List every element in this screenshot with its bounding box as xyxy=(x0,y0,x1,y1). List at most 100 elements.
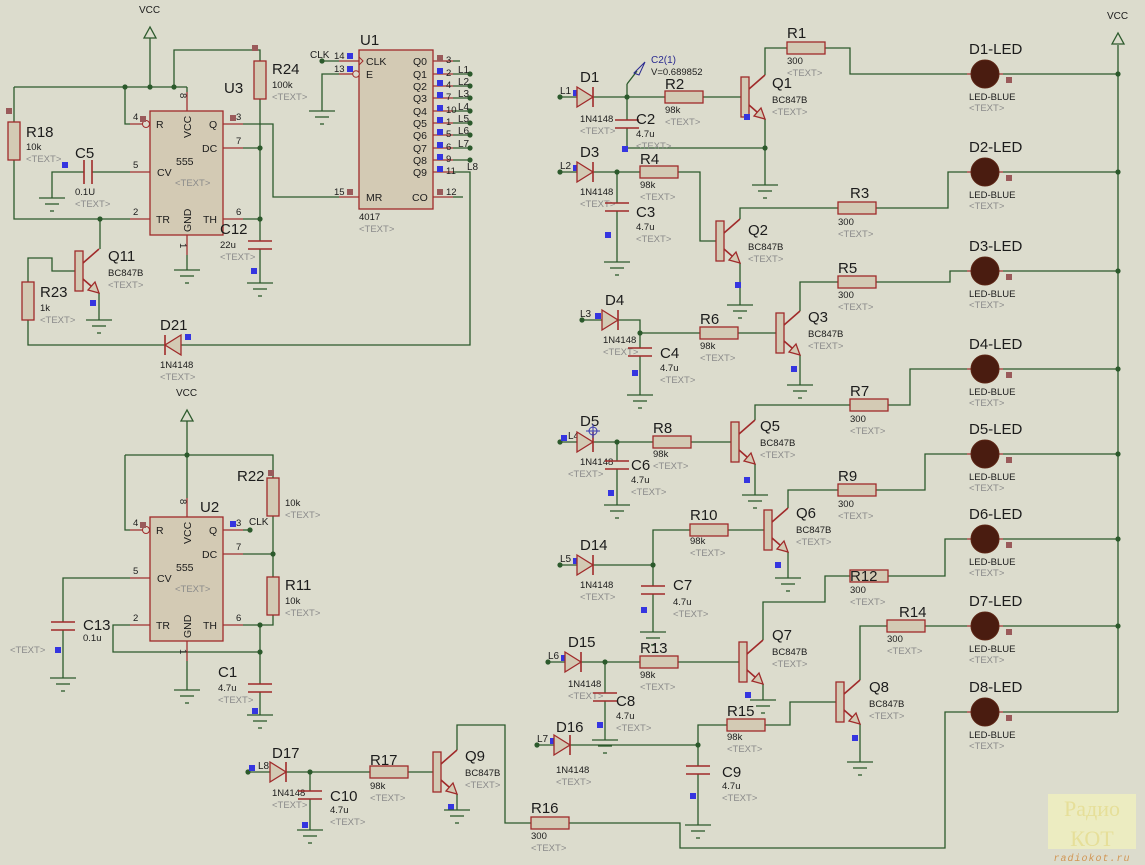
pin-marker xyxy=(252,708,258,714)
ground-icon xyxy=(787,384,813,399)
wire xyxy=(876,171,967,209)
pin-marker xyxy=(437,142,443,148)
junction-dot xyxy=(257,649,263,655)
pin-name: Q3 xyxy=(413,93,427,105)
ref-label: D5 xyxy=(580,413,599,430)
wire xyxy=(173,49,261,87)
ref-label: C5 xyxy=(75,145,94,162)
vcc-power-bottom: VCC xyxy=(176,388,197,422)
value-label: BC847B xyxy=(772,647,807,658)
capacitor-C7[interactable]: C74.7u<TEXT> xyxy=(641,577,709,620)
value-label: 300 xyxy=(850,414,866,425)
pin-marker xyxy=(437,117,443,123)
text-placeholder: <TEXT> xyxy=(838,511,874,522)
capacitor-C5[interactable]: C50.1U<TEXT> xyxy=(62,145,111,210)
pin-name: GND xyxy=(182,614,194,638)
capacitor-C6[interactable]: C64.7u<TEXT> xyxy=(605,457,667,498)
capacitor-C9[interactable]: C94.7u<TEXT> xyxy=(686,764,758,804)
ref-label: D21 xyxy=(160,317,188,334)
capacitor-C8[interactable]: C84.7u<TEXT> xyxy=(593,692,652,734)
net-label-output: L2 xyxy=(458,77,470,88)
text-placeholder: <TEXT> xyxy=(631,487,667,498)
text-placeholder: <TEXT> xyxy=(603,347,639,358)
capacitor-C1[interactable]: C14.7u<TEXT> xyxy=(218,664,272,714)
wire xyxy=(876,453,967,491)
pin-marker xyxy=(775,562,781,568)
pin-number: 5 xyxy=(446,129,451,140)
text-placeholder: <TEXT> xyxy=(640,682,676,693)
ref-label: D1 xyxy=(580,69,599,86)
ref-label: U1 xyxy=(360,32,379,49)
value-label: LED-BLUE xyxy=(969,387,1015,398)
capacitor-C3[interactable]: C34.7u<TEXT> xyxy=(605,202,672,245)
pin-marker xyxy=(252,45,258,51)
wire xyxy=(787,489,838,508)
capacitor-C2[interactable]: C24.7u<TEXT> xyxy=(615,111,672,152)
text-placeholder: <TEXT> xyxy=(465,780,501,791)
value-label: LED-BLUE xyxy=(969,289,1015,300)
junction-dot xyxy=(1115,71,1121,77)
value-label: 10k xyxy=(285,498,301,509)
text-placeholder: <TEXT> xyxy=(75,199,111,210)
capacitor-C4[interactable]: C44.7u<TEXT> xyxy=(628,345,696,386)
pin-marker xyxy=(437,80,443,86)
voltage-probe[interactable]: C2(1)V=0.689852 xyxy=(626,55,703,97)
ref-label: R3 xyxy=(850,185,869,202)
ref-label: Q11 xyxy=(108,248,135,265)
